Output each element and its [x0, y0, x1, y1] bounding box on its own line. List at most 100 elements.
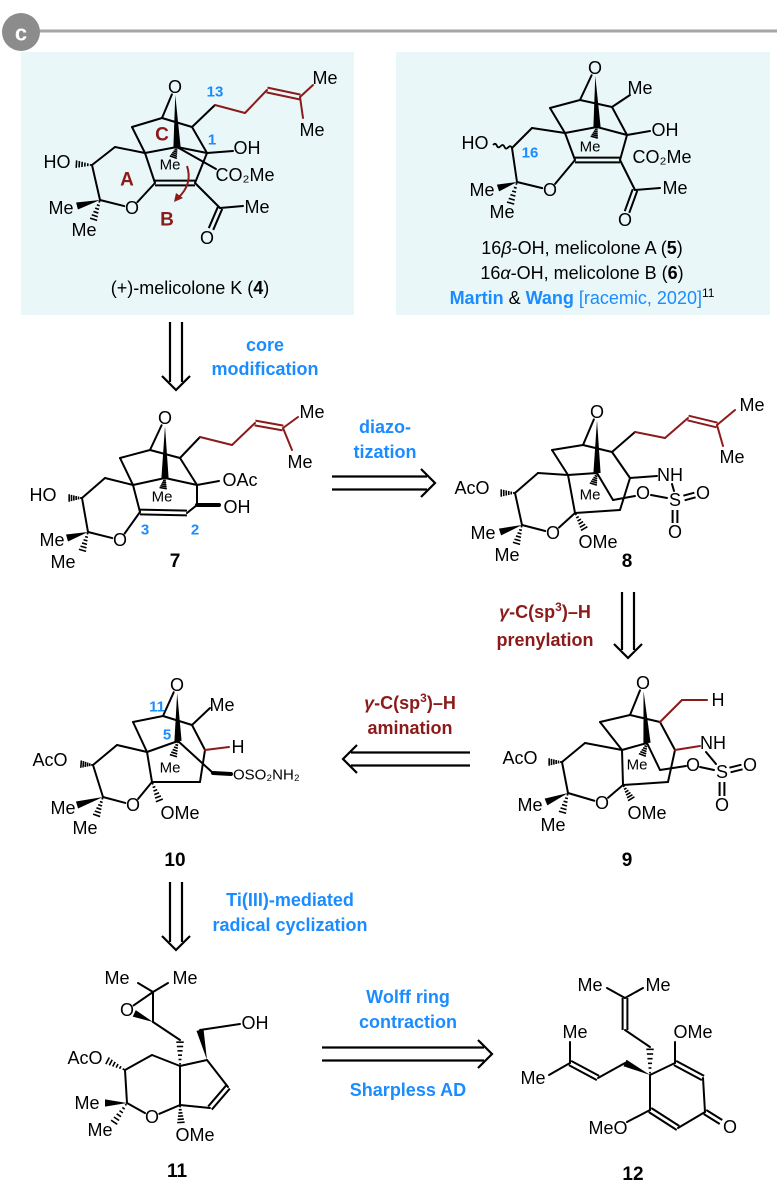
hash-mark: [512, 541, 521, 546]
hash-mark: [624, 789, 629, 793]
atom-label: O: [595, 793, 609, 813]
hash-mark: [506, 201, 515, 205]
bond: [162, 691, 175, 717]
bond: [151, 1054, 181, 1067]
wedge-bond: [196, 1029, 207, 1060]
bond: [683, 491, 695, 497]
hash-bond: [512, 525, 523, 546]
hash-mark: [564, 797, 569, 800]
hash-mark: [641, 748, 647, 753]
bond: [299, 96, 304, 119]
atom-label: Me: [562, 1022, 587, 1042]
atom-label: Me: [627, 757, 648, 774]
bond: [624, 987, 644, 999]
bond: [199, 1023, 241, 1031]
hash-mark: [96, 807, 102, 811]
bond: [186, 504, 198, 514]
compound-number-7: 7: [170, 551, 181, 572]
bond: [675, 1060, 705, 1077]
atom-label: O: [743, 755, 757, 775]
bond: [211, 771, 233, 776]
atom-label: Me: [645, 975, 670, 995]
hash-bond: [177, 1105, 185, 1124]
atom-label: Me: [580, 139, 601, 156]
bond: [570, 1060, 600, 1077]
wedge-bond: [105, 1099, 127, 1107]
bond: [579, 74, 593, 101]
bond: [611, 106, 628, 136]
bond: [104, 477, 134, 486]
ring-label: B: [160, 210, 174, 231]
hash-bond: [638, 743, 648, 757]
atom-label: HO: [30, 485, 57, 505]
bond: [621, 749, 624, 786]
hash-bond: [646, 1048, 654, 1074]
hash-mark: [579, 523, 586, 529]
atom-label: OMe: [673, 1022, 712, 1042]
bond: [266, 91, 300, 101]
step-diazotization-line2: tization: [354, 442, 417, 462]
hash-mark: [172, 748, 178, 752]
wedge-bond: [173, 94, 181, 148]
atom-label: O: [113, 530, 127, 550]
step-amination-line2: amination: [367, 718, 452, 738]
wedge-bond: [132, 1010, 153, 1022]
bond: [648, 1111, 678, 1131]
bond: [131, 117, 163, 128]
bond: [531, 127, 566, 134]
hash-mark: [175, 146, 178, 149]
hash-mark: [115, 1063, 119, 1068]
bond: [557, 512, 576, 529]
electron-arrow: [177, 165, 190, 199]
hash-mark: [591, 133, 598, 137]
bond: [207, 1084, 227, 1108]
bond: [119, 449, 151, 459]
bond: [596, 126, 628, 136]
atom-label: S: [716, 762, 728, 782]
atom-label: OSO₂NH₂: [233, 767, 300, 784]
hash-mark: [561, 803, 568, 807]
atom-label: CO₂Me: [216, 165, 275, 185]
electron-arrow-head: [174, 193, 183, 202]
hash-mark: [116, 1113, 122, 1118]
atom-label: Me: [152, 489, 173, 506]
step-sharpless-ad: Sharpless AD: [350, 1080, 466, 1100]
bond: [664, 417, 689, 439]
atom-label: Me: [160, 157, 181, 174]
bond: [116, 744, 148, 753]
bond: [114, 146, 146, 154]
bond: [626, 130, 651, 136]
hash-mark: [625, 791, 631, 796]
atom-label: Me: [580, 487, 601, 504]
bond: [634, 187, 661, 191]
bond: [132, 715, 164, 723]
hash-mark: [622, 785, 625, 788]
atom-label: Me: [50, 552, 75, 572]
hash-mark: [92, 813, 101, 818]
bond: [674, 745, 701, 751]
atom-number-label: 13: [207, 84, 224, 101]
bond: [99, 199, 126, 208]
bond: [619, 134, 628, 161]
bond: [584, 742, 623, 751]
bond: [582, 444, 613, 453]
bond: [196, 480, 220, 486]
step-amination-line1: γ-C(sp3)–H: [364, 691, 456, 713]
hash-mark: [86, 532, 89, 535]
bond: [629, 689, 641, 716]
wedge-bond: [643, 690, 651, 744]
bond: [194, 152, 208, 184]
hash-mark: [162, 481, 167, 484]
atom-label: OMe: [578, 532, 617, 552]
compound-number-8: 8: [622, 551, 633, 572]
hash-mark: [511, 190, 517, 193]
hash-bond: [78, 532, 89, 553]
hash-mark: [94, 810, 101, 814]
atom-label: O: [543, 180, 557, 200]
atom-label: Me: [719, 447, 744, 467]
bond: [92, 764, 104, 798]
bond: [629, 714, 661, 723]
hash-mark: [577, 518, 582, 522]
bond: [574, 509, 621, 514]
bond: [132, 484, 141, 513]
